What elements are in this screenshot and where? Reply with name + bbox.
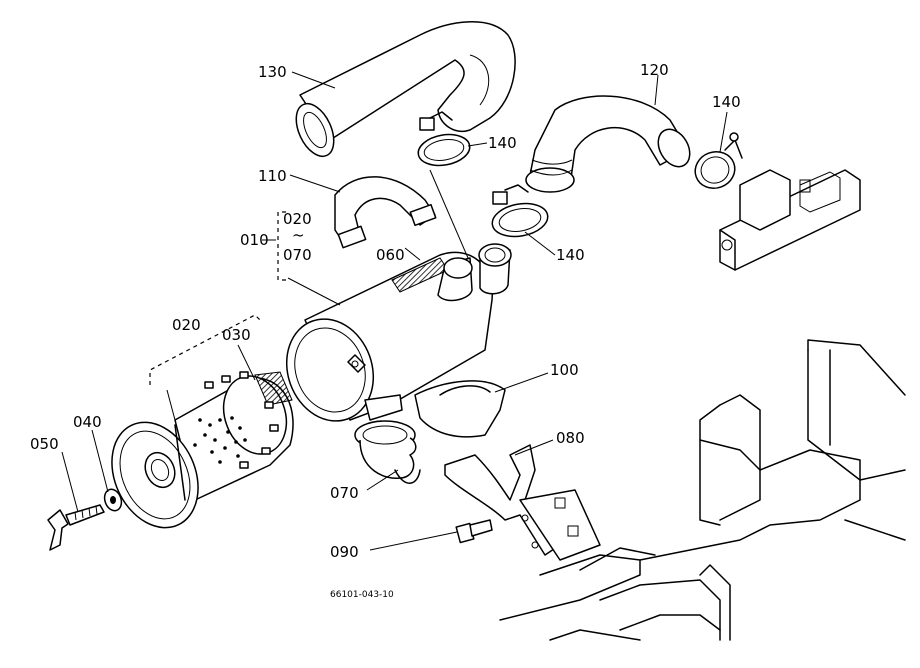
hose-120	[525, 95, 691, 193]
engine-intake-manifold	[719, 169, 861, 271]
group-bracket-010	[277, 211, 286, 281]
group-bracket-020	[149, 314, 263, 385]
drawing-number: 66101-043-10	[330, 590, 394, 600]
label-060: 060	[376, 246, 405, 264]
leader-lines	[61, 71, 728, 551]
label-110: 110	[258, 167, 287, 185]
label-070-upper: 070	[283, 246, 312, 264]
wing-nut-050	[47, 504, 105, 551]
label-140-upper: 140	[488, 134, 517, 152]
hose-clamp-140-upper	[417, 111, 471, 167]
evacuator-valve-070	[354, 420, 421, 484]
part-labels: 130 120 140 140 140 110 020 ~ 010 070 06…	[30, 61, 741, 600]
label-tilde: ~	[292, 226, 305, 244]
label-010: 010	[240, 231, 269, 249]
label-040: 040	[73, 413, 102, 431]
label-070-lower: 070	[330, 484, 359, 502]
label-100: 100	[550, 361, 579, 379]
bolt-090	[455, 519, 493, 544]
mounting-band-110	[334, 176, 437, 249]
label-020-lower: 020	[172, 316, 201, 334]
label-130: 130	[258, 63, 287, 81]
label-030: 030	[222, 326, 251, 344]
machine-frame	[499, 339, 906, 641]
label-020-upper: 020	[283, 210, 312, 228]
washer-040	[103, 488, 123, 512]
mounting-band-100	[414, 380, 506, 438]
filter-element	[174, 371, 294, 501]
hose-130	[295, 21, 516, 158]
label-050: 050	[30, 435, 59, 453]
hose-clamp-140-middle	[491, 184, 549, 238]
label-140-middle: 140	[556, 246, 585, 264]
label-090: 090	[330, 543, 359, 561]
hose-clamp-140-right	[694, 132, 743, 189]
end-cap	[111, 421, 199, 529]
label-120: 120	[640, 61, 669, 79]
label-080: 080	[556, 429, 585, 447]
filter-perforations	[193, 416, 247, 464]
bracket-080	[444, 444, 601, 561]
label-140-right: 140	[712, 93, 741, 111]
filter-fins	[204, 371, 279, 469]
air-cleaner-body	[285, 243, 512, 422]
